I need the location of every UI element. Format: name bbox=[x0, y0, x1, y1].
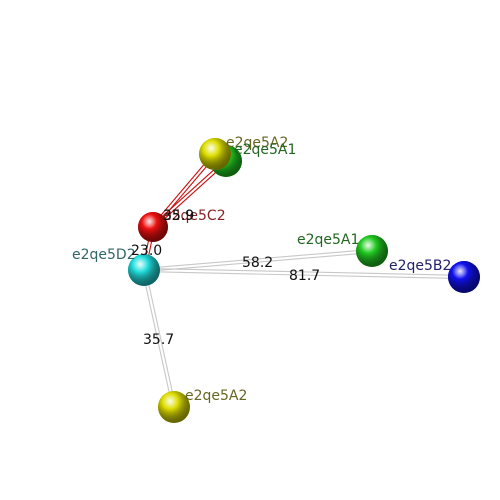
atom-label-A2t: e2qe5A2 bbox=[226, 135, 288, 151]
bonds-layer bbox=[141, 152, 465, 408]
atom-label-A1t: e2qe5A1 bbox=[234, 142, 296, 158]
bond-line-D2-A2b-1 bbox=[145, 269, 177, 407]
atom-label-B2: e2qe5B2 bbox=[389, 258, 451, 274]
atom-A2t-shading bbox=[199, 138, 231, 170]
atom-A2b-shading bbox=[158, 391, 190, 423]
atom-label-A2b: e2qe5A2 bbox=[185, 388, 247, 404]
bond-line-C2-A2t-1 bbox=[151, 152, 215, 227]
bond-line-C2-A1t-1 bbox=[151, 159, 226, 227]
distance-label-D2-B2: 81.7 bbox=[289, 268, 320, 284]
atom-B2-shading bbox=[448, 261, 480, 293]
atoms-layer bbox=[128, 138, 480, 423]
bond-line-D2-A1-2 bbox=[144, 252, 373, 273]
distance-label-D2-C2: 23.0 bbox=[131, 243, 162, 259]
atom-A1-shading bbox=[356, 235, 388, 267]
atom-C2-shading bbox=[138, 212, 168, 242]
bond-line-C2-A2t-2 bbox=[153, 154, 217, 229]
bond-line-D2-A2b-2 bbox=[141, 270, 173, 408]
bond-line-C2-A1t-2 bbox=[153, 161, 228, 229]
atom-label-C2: e2qe5C2 bbox=[163, 208, 226, 224]
bond-line-D2-B2-2 bbox=[143, 271, 464, 280]
atom-label-D2: e2qe5D2 bbox=[72, 247, 136, 263]
labels-layer: e2qe5D2e2qe5C2e2qe5A2e2qe5A1e2qe5A1e2qe5… bbox=[72, 135, 451, 404]
bond-line-D2-B2-1 bbox=[144, 267, 465, 276]
atom-label-A1: e2qe5A1 bbox=[297, 232, 359, 248]
distance-label-D2-A2b: 35.7 bbox=[143, 332, 174, 348]
distance-label-C2-A2t: 35.9 bbox=[163, 208, 194, 224]
bond-line-D2-A1-1 bbox=[143, 248, 372, 269]
atom-D2-shading bbox=[128, 254, 160, 286]
distance-label-D2-A1: 58.2 bbox=[242, 255, 273, 271]
distance-label-C2-A1t: 35.9 bbox=[163, 208, 194, 224]
